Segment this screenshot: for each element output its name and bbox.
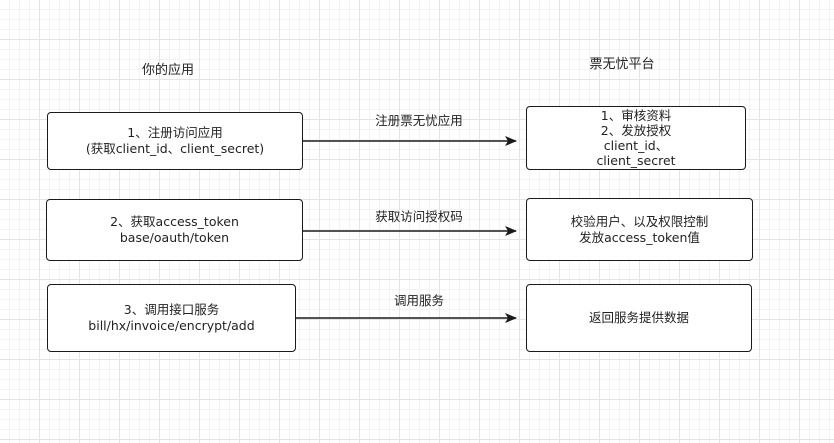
platform-heading: 票无忧平台 (589, 57, 655, 72)
review-line-2: 2、发放授权 (600, 123, 672, 138)
review-line-3: client_id、 (603, 138, 669, 153)
your-app-heading: 你的应用 (141, 63, 194, 78)
call-service-box: 3、调用接口服务 bill/hx/invoice/encrypt/add (47, 284, 296, 352)
get-token-line-1: 2、获取access_token (110, 214, 239, 229)
register-app-line-2: (获取client_id、client_secret) (85, 141, 265, 156)
review-line-4: client_secret (596, 153, 676, 168)
review-line-1: 1、审核资料 (600, 108, 672, 123)
verify-line-1: 校验用户、以及权限控制 (570, 213, 709, 229)
get-token-line-2: base/oauth/token (119, 230, 230, 245)
arrow-label-call: 调用服务 (393, 293, 444, 308)
call-service-line-2: bill/hx/invoice/encrypt/add (88, 318, 255, 333)
arrow-label-get-auth: 获取访问授权码 (375, 209, 463, 224)
review-grant-box: 1、审核资料 2、发放授权 client_id、 client_secret (526, 106, 746, 170)
call-service-line-1: 3、调用接口服务 (123, 302, 220, 317)
register-app-line-1: 1、注册访问应用 (127, 125, 223, 140)
verify-user-box: 校验用户、以及权限控制 发放access_token值 (526, 198, 753, 261)
get-token-box: 2、获取access_token base/oauth/token (46, 199, 303, 261)
verify-line-2: 发放access_token值 (579, 229, 700, 245)
register-app-box: 1、注册访问应用 (获取client_id、client_secret) (47, 112, 303, 170)
arrow-label-register: 注册票无忧应用 (375, 113, 463, 128)
return-data-line-1: 返回服务提供数据 (588, 310, 689, 325)
return-data-box: 返回服务提供数据 (526, 284, 752, 352)
